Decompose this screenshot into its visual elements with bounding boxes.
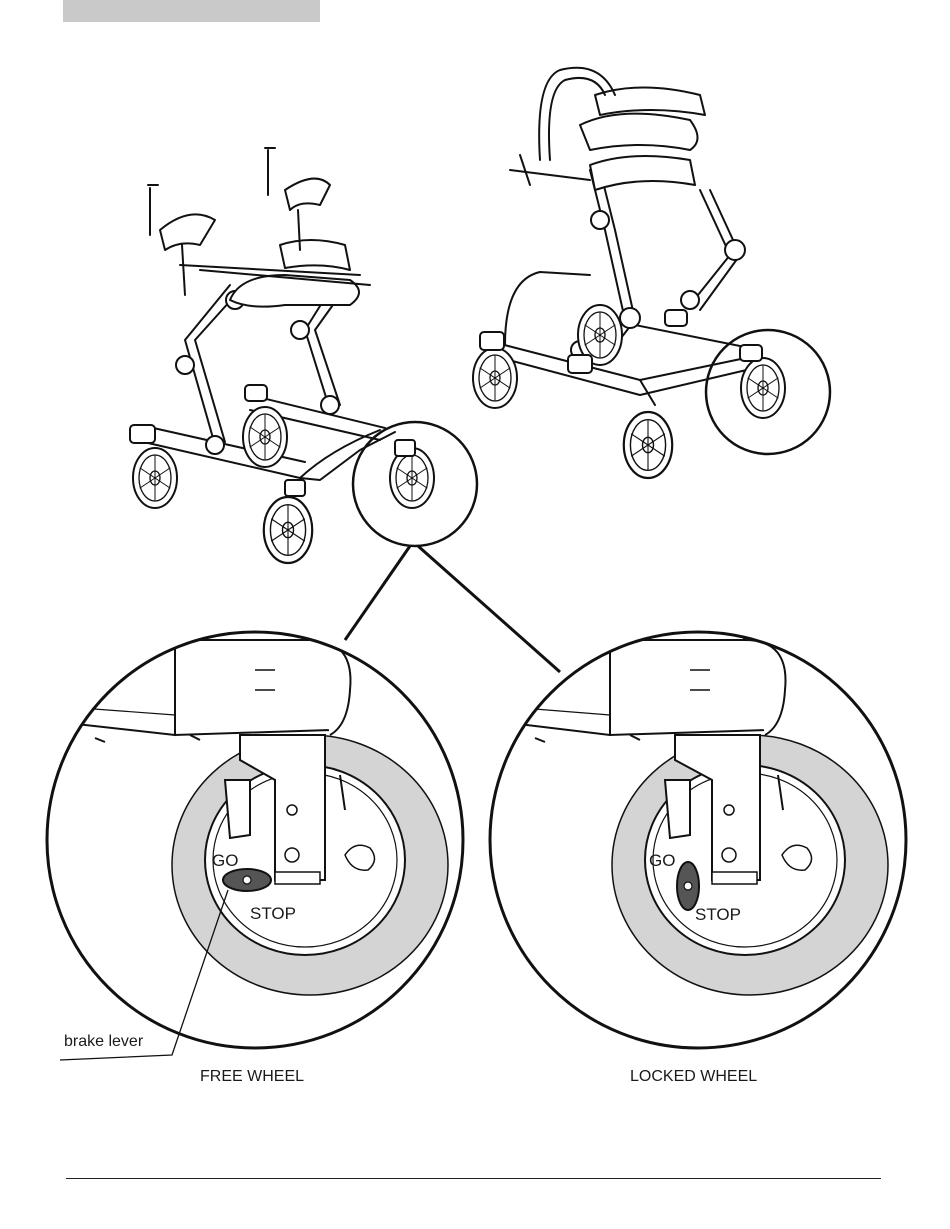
walker-right-drawing: [473, 68, 785, 478]
callout-line-right: [418, 546, 560, 672]
stop-label-left: STOP: [250, 904, 296, 923]
locked-wheel-caption: LOCKED WHEEL: [630, 1068, 757, 1085]
walker-left-drawing: [130, 148, 434, 563]
stop-label-right: STOP: [695, 905, 741, 924]
go-label-left: GO: [212, 851, 238, 870]
brake-lever-label: brake lever: [64, 1033, 144, 1050]
free-wheel-caption: FREE WHEEL: [200, 1068, 304, 1085]
go-label-right: GO: [649, 851, 675, 870]
footer-rule: [66, 1178, 881, 1179]
detail-free-wheel: [40, 620, 448, 995]
callout-line-left: [345, 546, 410, 640]
